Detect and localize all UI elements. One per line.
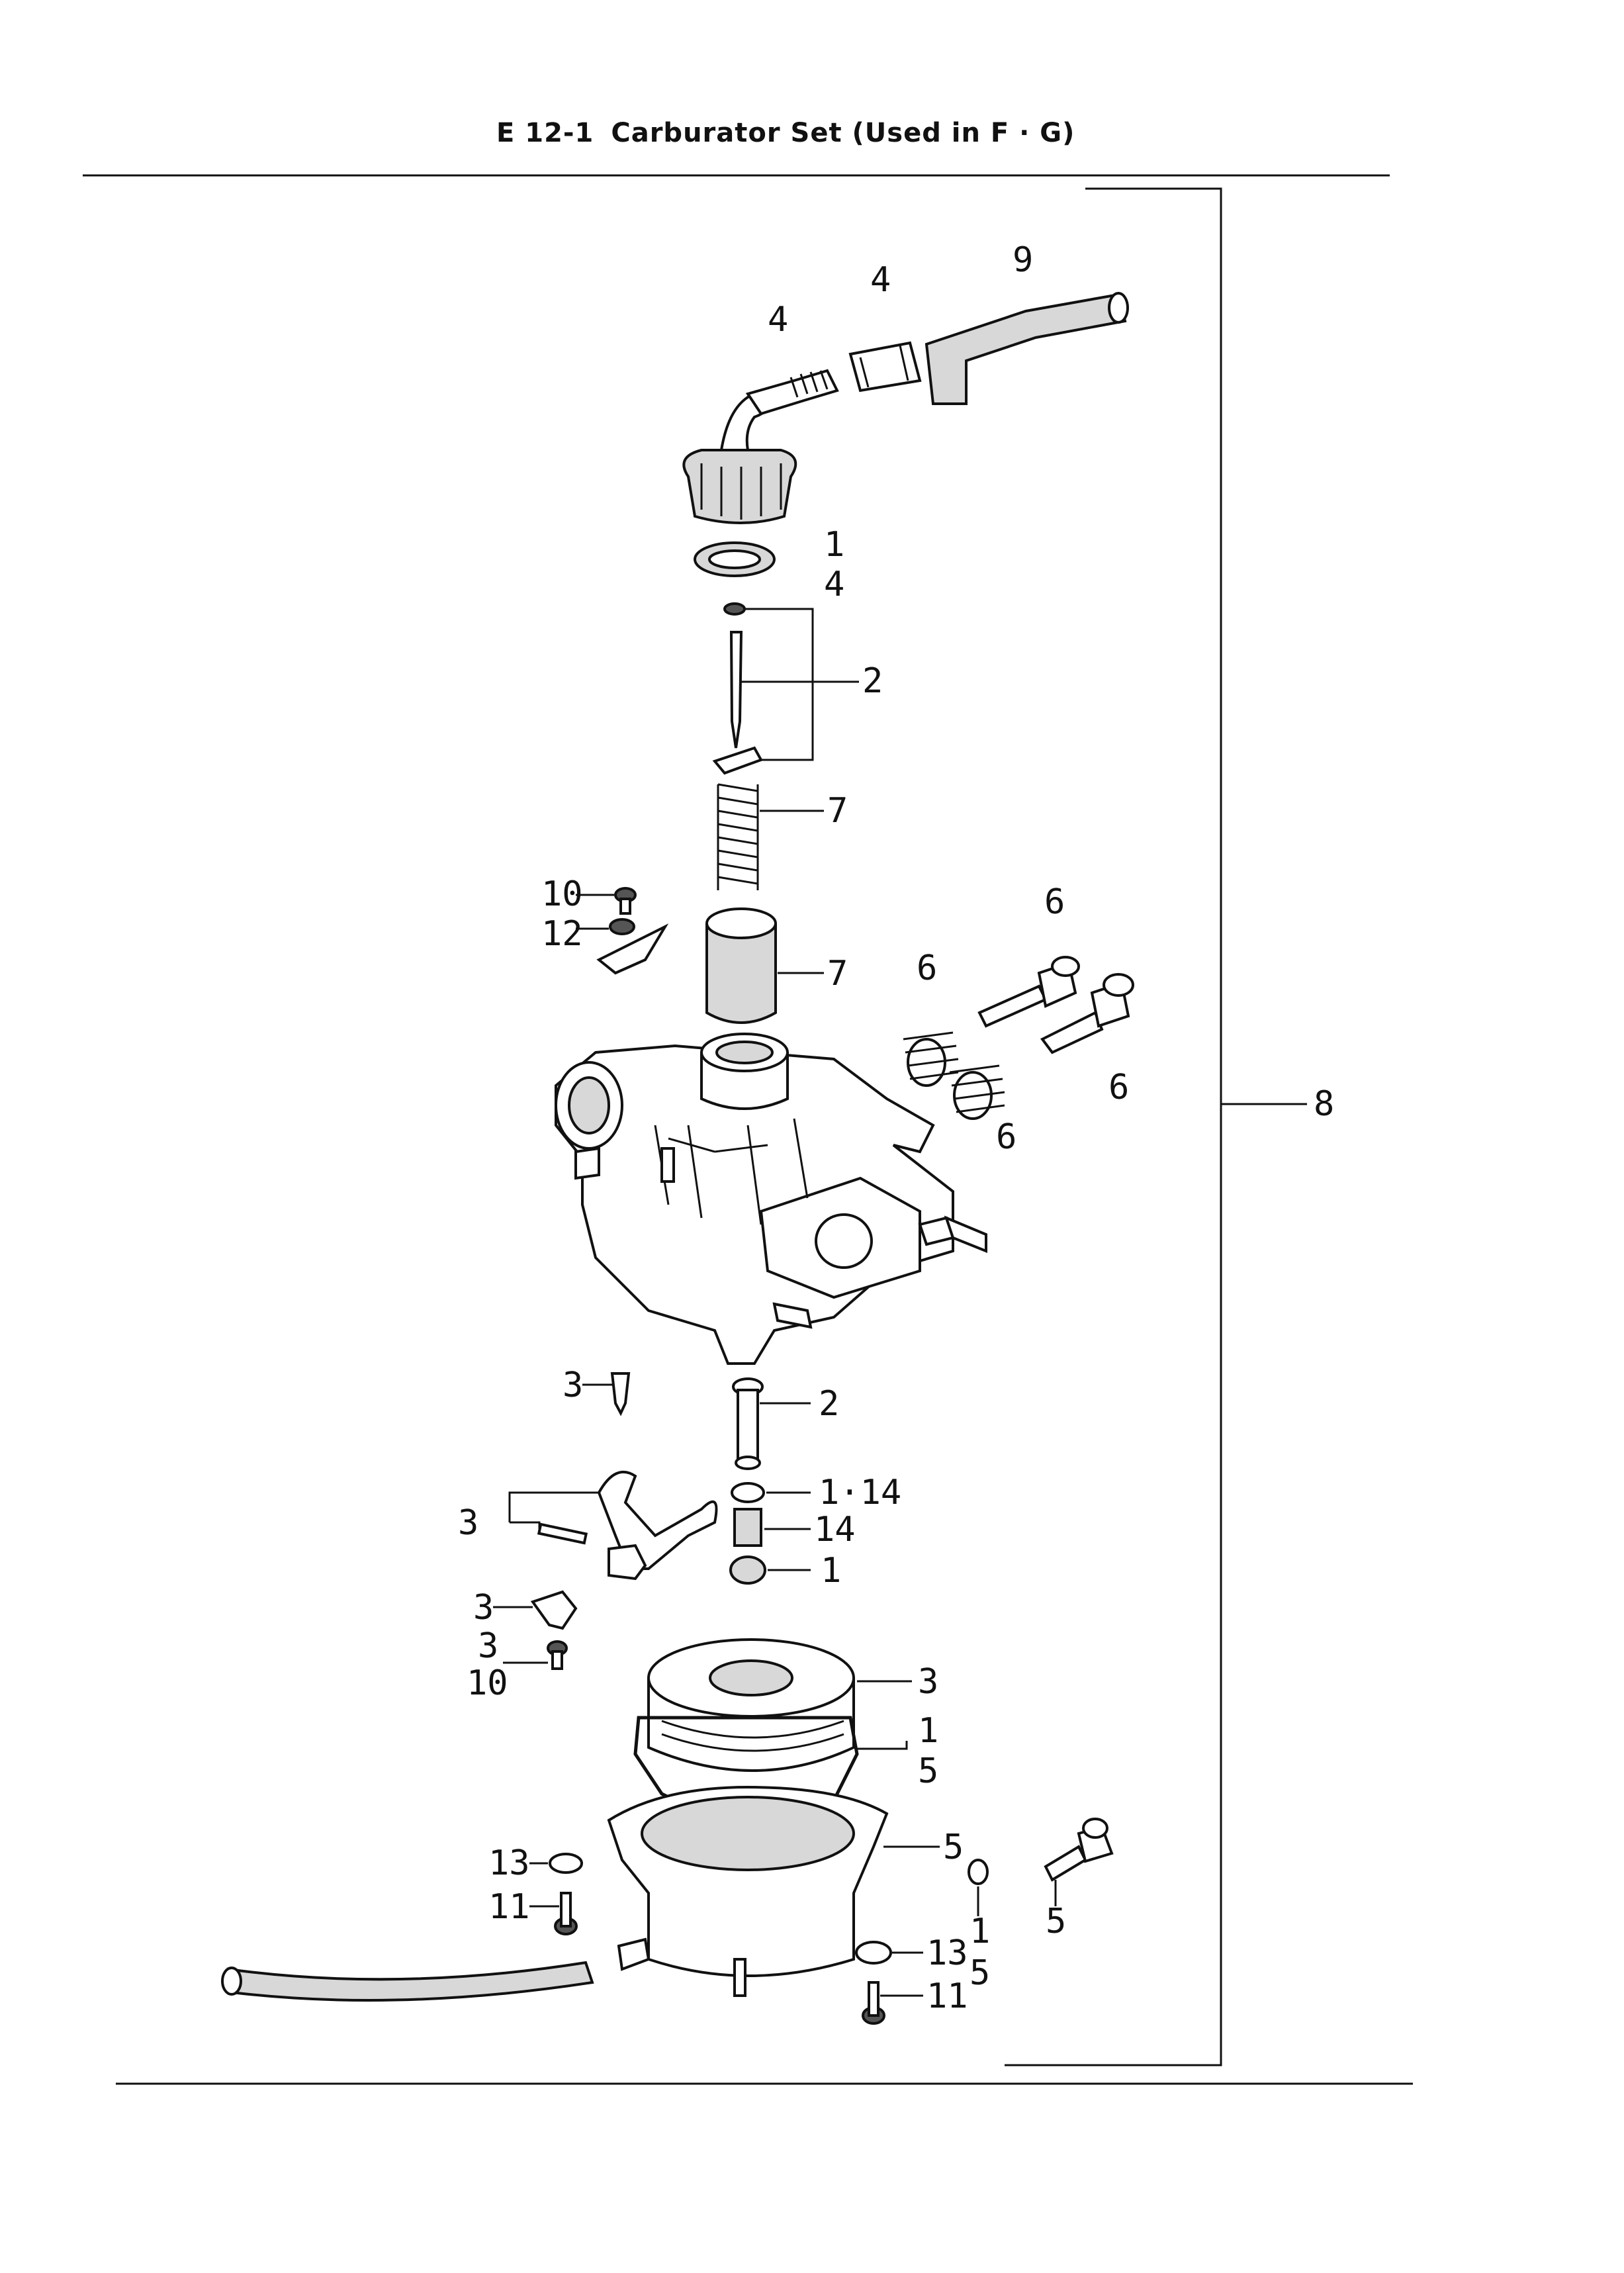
section-code: E 12-1 bbox=[496, 118, 594, 148]
set-bracket bbox=[1005, 187, 1222, 2066]
callout: 7 bbox=[827, 954, 848, 994]
float-arm bbox=[597, 1470, 718, 1581]
callout: 4 bbox=[870, 260, 891, 300]
callout: 1·14 bbox=[819, 1473, 901, 1512]
callout: 6 bbox=[1108, 1068, 1129, 1107]
callout: 6 bbox=[917, 949, 937, 988]
main-jet-holder bbox=[733, 1508, 762, 1547]
callout: 11 bbox=[488, 1887, 530, 1927]
screw-spring-a bbox=[903, 1031, 959, 1087]
leader-3b bbox=[508, 1491, 599, 1532]
float bbox=[647, 1638, 855, 1772]
callout-labels: 4 4 9 1 4 2 7 10 12 7 6 6 6 6 8 3 2 1·14… bbox=[458, 240, 1334, 2016]
callout: 4 bbox=[768, 300, 788, 340]
callout: 13 bbox=[488, 1843, 530, 1883]
callout: 5 bbox=[943, 1828, 964, 1867]
callout: 1 bbox=[918, 1711, 938, 1751]
overflow-tube bbox=[226, 1961, 594, 2002]
callout: 14 bbox=[814, 1510, 856, 1550]
callout: 9 bbox=[1013, 240, 1033, 280]
callout: 13 bbox=[926, 1933, 968, 1973]
leader-1c bbox=[855, 1741, 908, 1750]
callout: 10 bbox=[541, 874, 583, 914]
fuel-elbow-assembly bbox=[682, 369, 839, 524]
screw-10-lower bbox=[547, 1640, 568, 1670]
callout: 12 bbox=[541, 914, 583, 954]
leader-2-top bbox=[744, 608, 814, 761]
callout: 4 bbox=[824, 565, 844, 604]
float-pin bbox=[537, 1522, 588, 1545]
callout: 6 bbox=[996, 1117, 1016, 1157]
callout: 2 bbox=[819, 1384, 839, 1424]
washer-13a bbox=[549, 1853, 583, 1874]
jet-needle bbox=[712, 602, 763, 775]
screw-11a bbox=[554, 1892, 578, 1935]
screw-11b bbox=[862, 1981, 885, 2025]
washer-13b bbox=[855, 1941, 892, 1965]
float-seat-plate bbox=[530, 1590, 578, 1630]
callout: 1 bbox=[821, 1551, 841, 1591]
callout: 1 bbox=[824, 525, 844, 565]
main-jet bbox=[729, 1555, 766, 1585]
callout: 3 bbox=[473, 1588, 494, 1628]
callout: 11 bbox=[926, 1976, 968, 2016]
drain-screw bbox=[1044, 1818, 1114, 1882]
callout: 6 bbox=[1044, 882, 1065, 922]
float-valve-needle bbox=[610, 1372, 631, 1416]
jet-o-ring bbox=[731, 1482, 765, 1503]
screw-10-top bbox=[614, 887, 637, 915]
washer-12 bbox=[609, 918, 635, 935]
callout: 3 bbox=[458, 1503, 478, 1543]
fuel-pipe-connector bbox=[848, 341, 922, 393]
callout: 7 bbox=[827, 791, 848, 831]
cable-plate bbox=[596, 923, 669, 975]
fuel-hose-top bbox=[925, 292, 1129, 405]
throttle-valve bbox=[705, 907, 777, 1024]
page-header: E 12-1 Carburator Set (Used in F · G) bbox=[496, 118, 1075, 148]
callout: 5 bbox=[918, 1751, 938, 1791]
air-screw-b bbox=[1040, 973, 1134, 1054]
callout: 10 bbox=[467, 1663, 508, 1703]
callout: 5 bbox=[1046, 1902, 1066, 1941]
throttle-spring bbox=[717, 781, 759, 894]
page-title: Carburator Set (Used in F · G) bbox=[611, 118, 1075, 148]
callout: 3 bbox=[478, 1626, 498, 1666]
air-screw-a bbox=[977, 956, 1080, 1028]
drain-washer bbox=[968, 1859, 989, 1885]
callout: 2 bbox=[862, 661, 883, 701]
float-chamber bbox=[607, 1785, 889, 1997]
callout: 3 bbox=[918, 1662, 938, 1702]
callout: 3 bbox=[563, 1366, 583, 1405]
needle-jet bbox=[732, 1377, 764, 1470]
callout: 1 bbox=[970, 1912, 990, 1951]
carburetor-body bbox=[555, 1033, 987, 1365]
callout: 8 bbox=[1314, 1084, 1334, 1124]
callout: 5 bbox=[970, 1953, 990, 1993]
screw-spring-b bbox=[949, 1064, 1005, 1120]
